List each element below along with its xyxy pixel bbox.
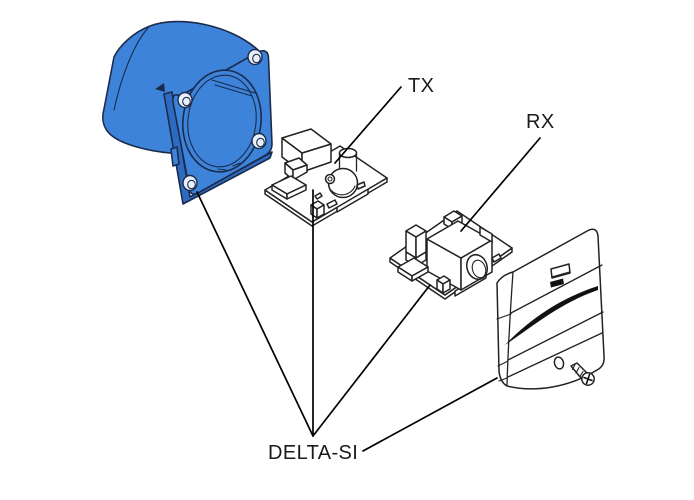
- tx-leader-line: [334, 86, 402, 164]
- flange-side-thickness: [163, 91, 273, 205]
- cover-side-ticks: [496, 313, 512, 382]
- label-rx: RX: [526, 111, 555, 133]
- receiver-can-tab: [479, 226, 493, 243]
- cover-groove-lower: [507, 311, 604, 361]
- housing-body-curve: [113, 27, 149, 111]
- cover-side-edge: [506, 271, 514, 386]
- trimmer-ring: [324, 173, 336, 185]
- rx-board: [389, 210, 513, 300]
- flange-screw-hole: [251, 132, 267, 150]
- smd-component: [491, 253, 502, 263]
- recess-back-edge: [211, 79, 256, 97]
- flush-mount-housing: [102, 20, 273, 205]
- trimmer-ring-center: [327, 176, 333, 182]
- housing-leader-line: [196, 191, 314, 437]
- screw-threads: [571, 363, 584, 378]
- flat-component-right: [411, 266, 429, 282]
- leader-lines: [196, 86, 541, 452]
- smd-component: [314, 192, 323, 200]
- fixing-screw: [570, 362, 595, 386]
- corner-cube-component: [436, 275, 451, 294]
- screw-phillips-cross: [583, 373, 593, 385]
- tx-board: [264, 128, 388, 227]
- terminal-block: [405, 224, 427, 267]
- relay-top-face: [281, 128, 332, 154]
- recess-bottom-marks: [217, 162, 241, 171]
- lens-recess-outer-rim: [181, 69, 263, 173]
- cover-swoosh-graphic: [505, 286, 598, 345]
- flange-triangle-marker: [155, 83, 165, 92]
- smd-component: [356, 181, 366, 190]
- label-tx: TX: [408, 75, 434, 97]
- housing-body: [102, 20, 259, 155]
- receiver-can: [426, 220, 493, 291]
- terminal-right: [286, 184, 307, 200]
- cover-leader-line: [362, 377, 498, 452]
- flange-screw-hole: [177, 91, 193, 109]
- cover-screw-hole: [553, 356, 565, 370]
- lens-recess-inner-rim: [187, 74, 257, 168]
- flange-edge-notch: [170, 146, 180, 167]
- smd-component: [326, 199, 338, 209]
- rx-board-leader-line: [312, 284, 431, 437]
- rx-leader-line: [460, 137, 541, 232]
- front-cover: [496, 228, 605, 390]
- cover-bottom-facet-line: [507, 332, 603, 378]
- label-model: DELTA-SI: [268, 442, 358, 464]
- flange-screw-hole: [247, 48, 263, 66]
- flange-screw-hole: [182, 174, 198, 192]
- cover-groove-upper: [510, 264, 603, 314]
- cover-logo: [550, 263, 571, 288]
- receiver-lens-opening: [465, 253, 489, 281]
